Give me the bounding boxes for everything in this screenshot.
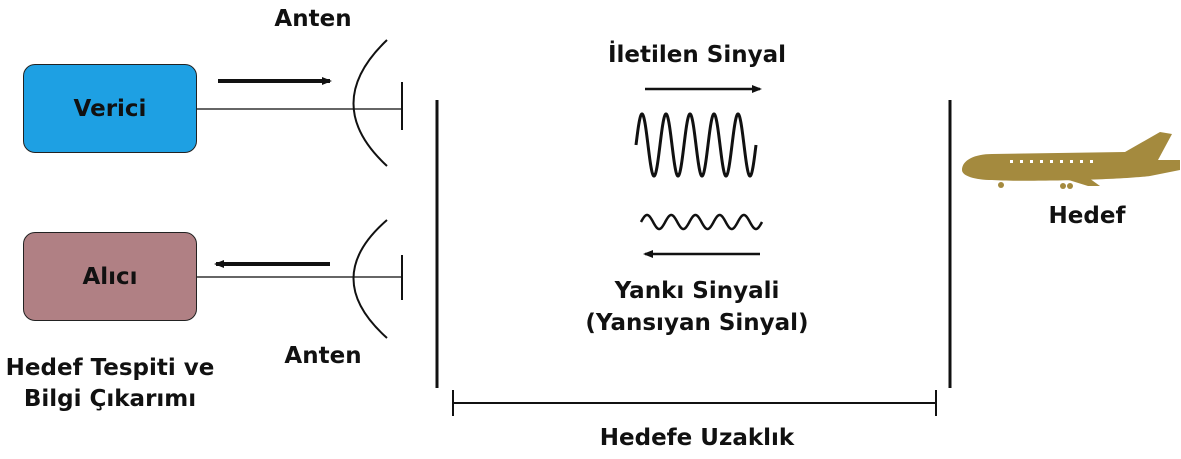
airplane-icon bbox=[962, 132, 1180, 189]
transmitted-signal-wave bbox=[634, 112, 758, 178]
antenna-top-icon bbox=[352, 39, 403, 167]
receiver-box: Alıcı bbox=[23, 232, 197, 321]
distance-label: Hedefe Uzaklık bbox=[599, 425, 795, 451]
antenna-bottom-label: Anten bbox=[284, 343, 362, 369]
transmitter-label: Verici bbox=[73, 95, 147, 122]
detection-label-line1: Hedef Tespiti ve bbox=[5, 355, 215, 381]
echo-signal-wave bbox=[639, 213, 764, 231]
antenna-bottom-icon bbox=[352, 219, 403, 339]
antenna-top-label: Anten bbox=[274, 6, 352, 32]
target-label: Hedef bbox=[1048, 203, 1126, 229]
transmitter-box: Verici bbox=[23, 64, 197, 153]
detection-label-line2: Bilgi Çıkarımı bbox=[23, 386, 197, 412]
distance-dimension bbox=[452, 390, 937, 416]
echo-signal-label-line1: Yankı Sinyali bbox=[614, 278, 780, 304]
transmitted-signal-label: İletilen Sinyal bbox=[607, 42, 787, 68]
echo-signal-label-line2: (Yansıyan Sinyal) bbox=[585, 310, 809, 336]
receiver-label: Alıcı bbox=[82, 263, 138, 290]
